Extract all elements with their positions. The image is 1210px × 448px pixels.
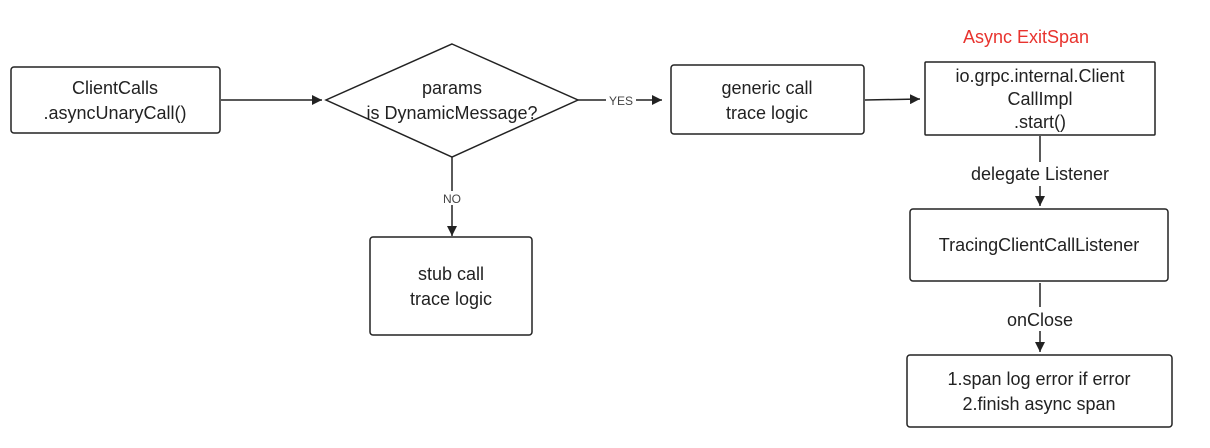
onclose-label: onClose xyxy=(1007,310,1073,330)
node-decision-line1: params xyxy=(422,78,482,98)
node-finish-line2: 2.finish async span xyxy=(962,394,1115,414)
async-exitspan-note: Async ExitSpan xyxy=(963,27,1089,47)
node-stub-call: stub call trace logic xyxy=(369,236,533,336)
node-generic-call-line1: generic call xyxy=(721,78,812,98)
node-clientcalls-line1: ClientCalls xyxy=(72,78,158,98)
node-tracing-listener: TracingClientCallListener xyxy=(909,208,1169,282)
node-clientcallimpl-line2: CallImpl xyxy=(1007,89,1072,109)
node-stub-call-line1: stub call xyxy=(418,264,484,284)
node-generic-call: generic call trace logic xyxy=(670,64,865,135)
edge-generic-to-clientcallimpl xyxy=(864,94,921,105)
delegate-listener-label: delegate Listener xyxy=(971,164,1109,184)
node-tracing-listener-line1: TracingClientCallListener xyxy=(939,235,1139,255)
node-finish-line1: 1.span log error if error xyxy=(947,369,1130,389)
node-decision-line2: is DynamicMessage? xyxy=(366,103,537,123)
no-label: NO xyxy=(443,192,461,206)
node-finish: 1.span log error if error 2.finish async… xyxy=(906,354,1173,428)
node-clientcallimpl-line1: io.grpc.internal.Client xyxy=(955,66,1124,86)
node-generic-call-line2: trace logic xyxy=(726,103,808,123)
node-clientcallimpl-line3: .start() xyxy=(1014,112,1066,132)
node-clientcalls-line2: .asyncUnaryCall() xyxy=(43,103,186,123)
node-decision: params is DynamicMessage? xyxy=(324,43,580,158)
node-clientcalls: ClientCalls .asyncUnaryCall() xyxy=(10,66,221,134)
yes-label: YES xyxy=(609,94,633,108)
node-stub-call-line2: trace logic xyxy=(410,289,492,309)
node-clientcallimpl: io.grpc.internal.Client CallImpl .start(… xyxy=(924,61,1156,136)
